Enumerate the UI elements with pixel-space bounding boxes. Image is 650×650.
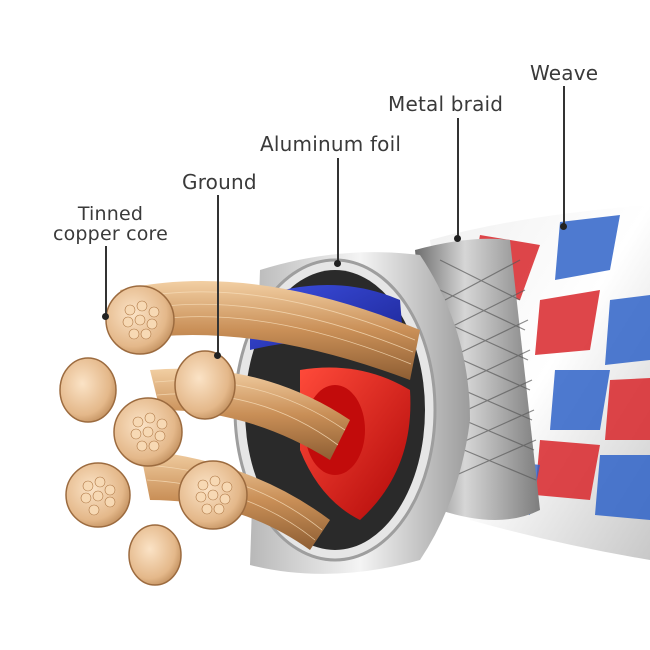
label-tinned-copper-core-line2: copper core [52, 223, 169, 245]
label-tinned-copper-core: Tinned copper core [48, 204, 173, 244]
leader-dot-aluminum-foil [334, 260, 341, 267]
leader-dot-weave [560, 223, 567, 230]
leader-ground [217, 195, 219, 355]
leader-weave [563, 86, 565, 226]
leader-dot-ground [214, 352, 221, 359]
label-aluminum-foil: Aluminum foil [260, 132, 402, 156]
label-tinned-copper-core-line1: Tinned [77, 203, 144, 225]
label-weave: Weave [530, 61, 599, 85]
leader-tinned-copper-core [105, 246, 107, 316]
leader-dot-tinned-copper-core [102, 313, 109, 320]
label-metal-braid: Metal braid [388, 92, 504, 116]
leader-metal-braid [457, 118, 459, 238]
leader-dot-metal-braid [454, 235, 461, 242]
label-ground: Ground [182, 170, 257, 194]
tinned-copper-core-ends [59, 285, 248, 586]
leader-aluminum-foil [337, 158, 339, 263]
